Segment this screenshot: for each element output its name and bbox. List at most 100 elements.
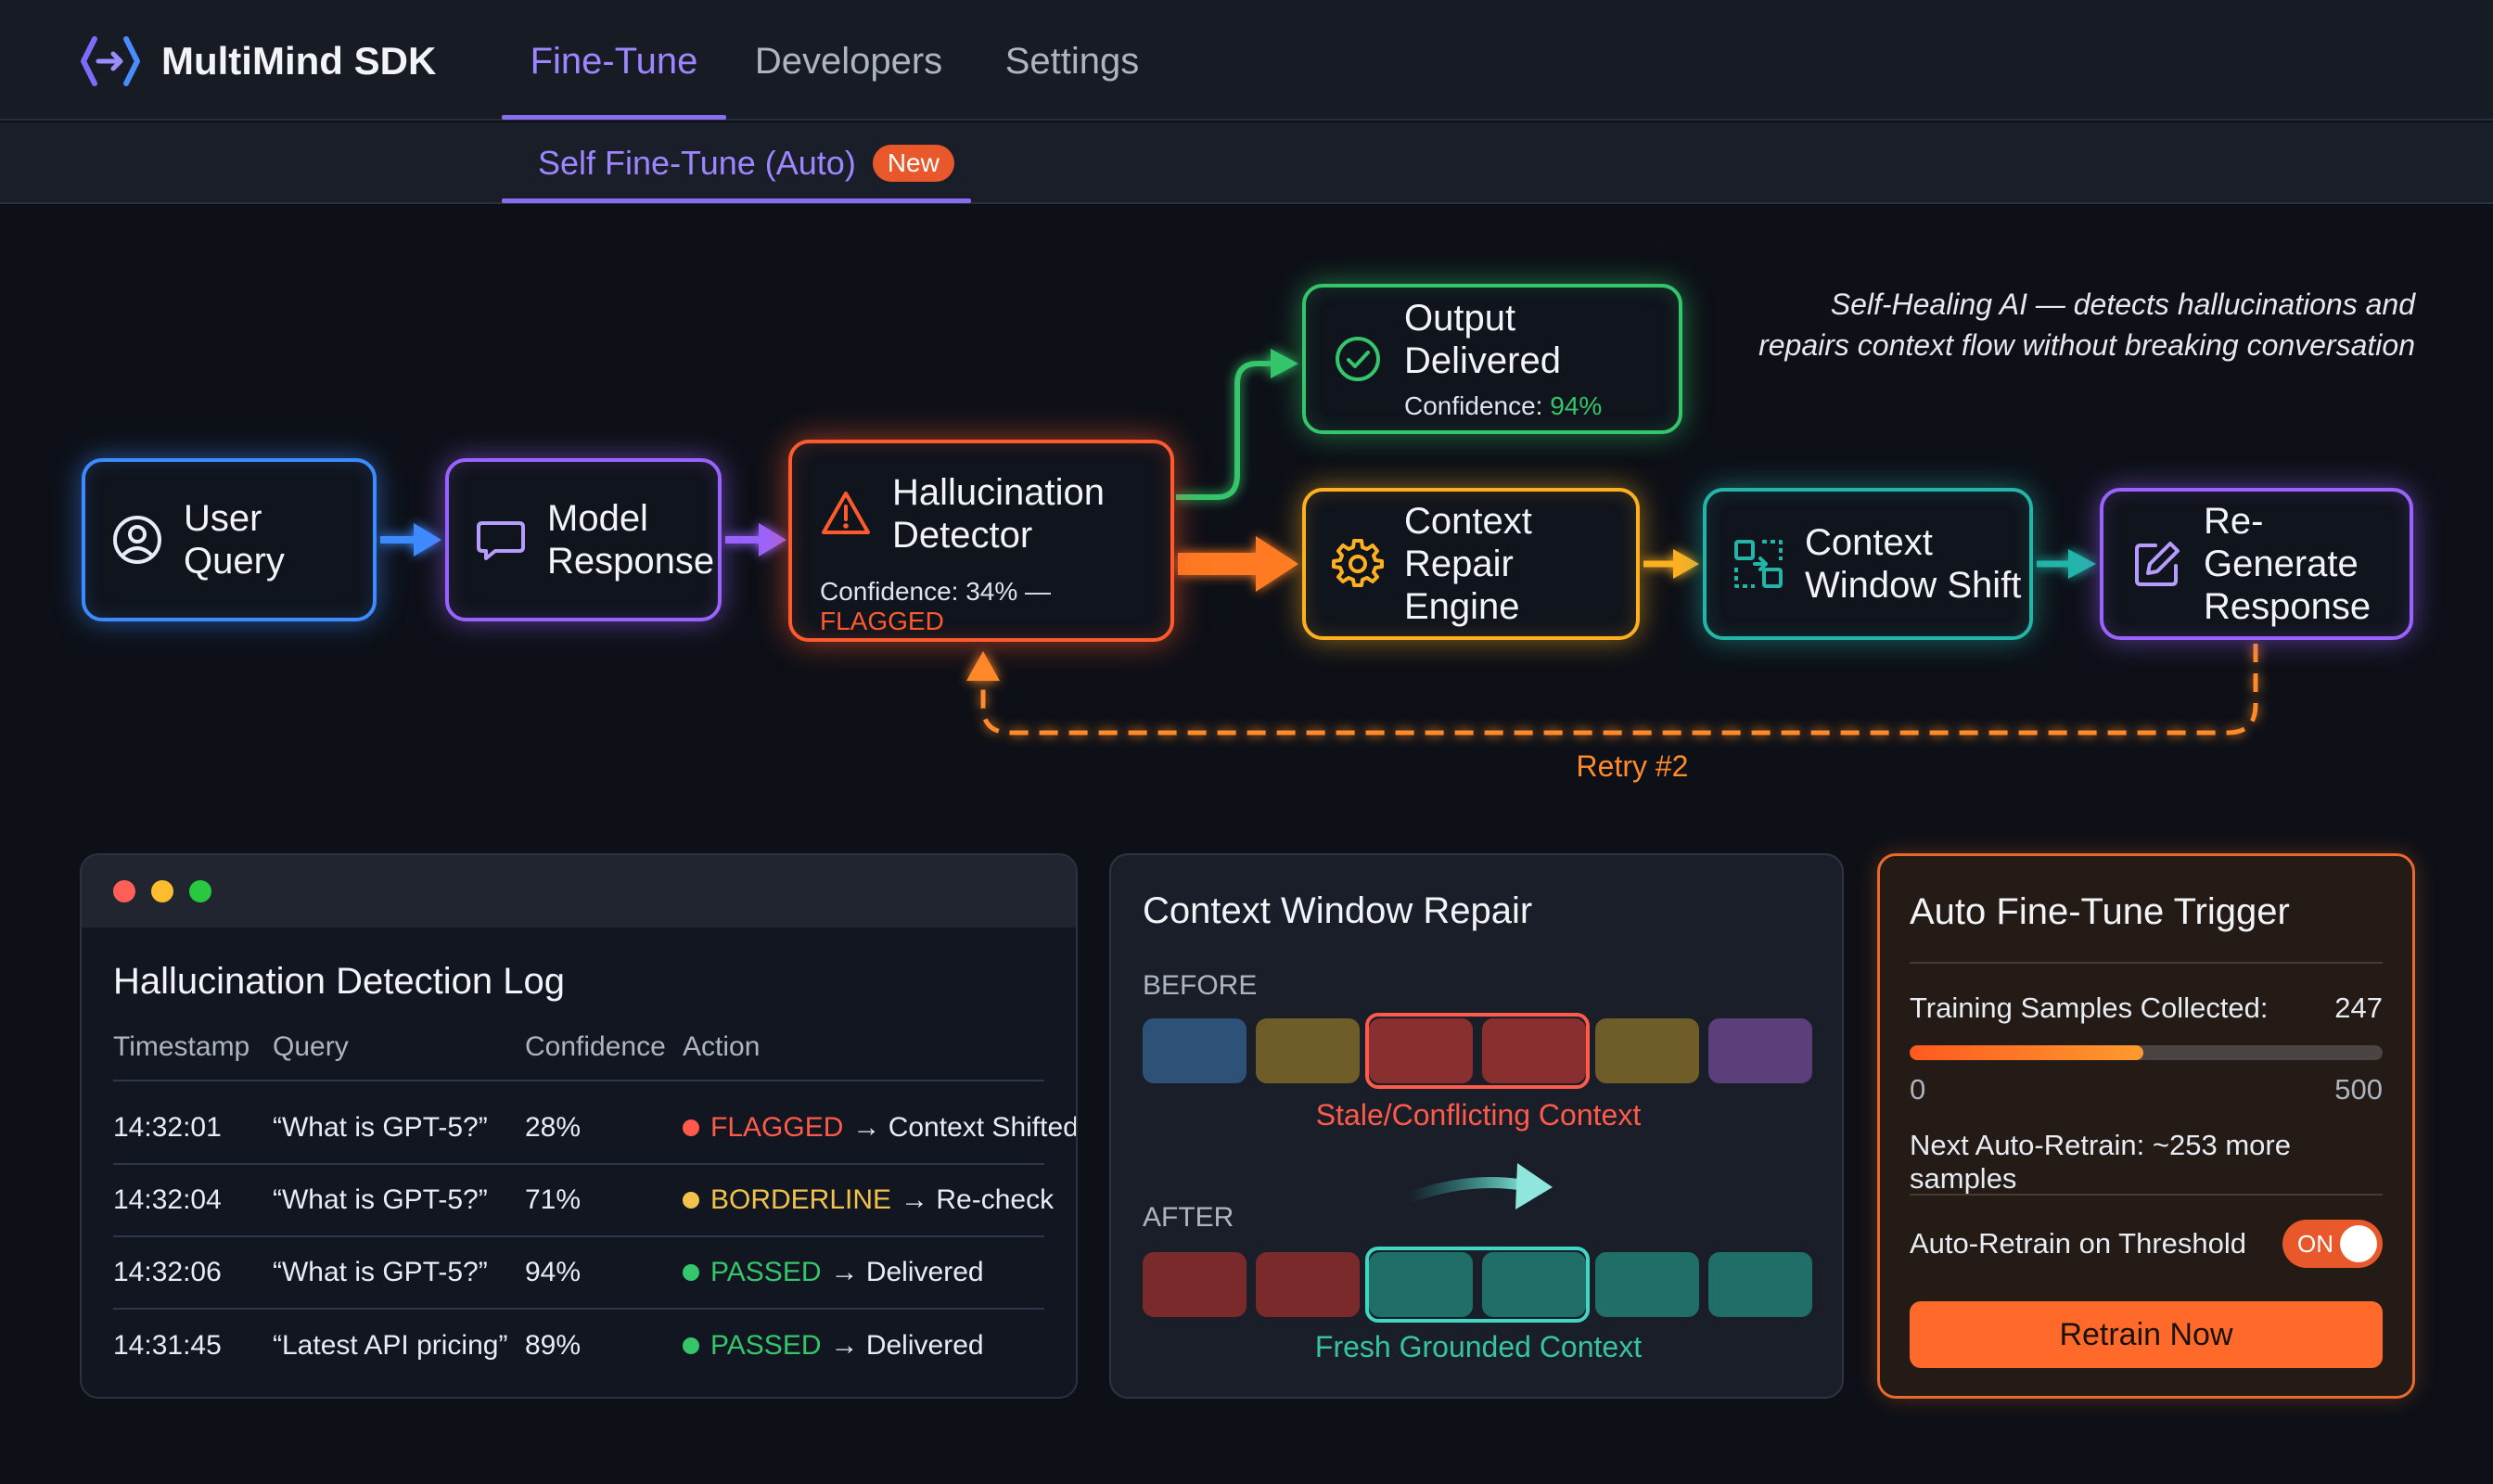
- node-output-delivered[interactable]: Output Delivered Confidence: 94%: [1302, 284, 1682, 434]
- column-header: Confidence: [525, 1031, 666, 1062]
- window-minimize-dot[interactable]: [151, 880, 173, 902]
- table-row[interactable]: 14:31:45“Latest API pricing”89%PASSED→ D…: [113, 1310, 1044, 1382]
- window-close-dot[interactable]: [113, 880, 135, 902]
- node-title: Re-Generate Response: [2204, 501, 2372, 627]
- user-icon: [113, 516, 161, 564]
- retrain-now-button[interactable]: Retrain Now: [1910, 1301, 2383, 1368]
- highlighted-block-group: [1365, 1013, 1590, 1089]
- subtab-label: Self Fine-Tune (Auto): [538, 144, 856, 182]
- tagline-line-2: repairs context flow without breaking co…: [1758, 328, 2415, 362]
- cell-action: BORDERLINE→ Re-check: [683, 1165, 1054, 1235]
- tagline: Self-Healing AI — detects hallucinations…: [1580, 284, 2415, 365]
- tab-fine-tune[interactable]: Fine-Tune: [530, 40, 698, 82]
- context-window-repair-panel: Context Window Repair BEFORE Stale/Confl…: [1109, 853, 1844, 1399]
- detector-status: FLAGGED: [820, 607, 944, 635]
- window-title-bar: [82, 855, 1076, 928]
- table-row[interactable]: 14:32:04“What is GPT-5?”71%BORDERLINE→ R…: [113, 1165, 1054, 1237]
- progress-range: 0 500: [1910, 1073, 2383, 1107]
- context-block: [1482, 1252, 1586, 1317]
- cell-confidence: 28%: [525, 1112, 582, 1143]
- column-header: Query: [273, 1031, 349, 1062]
- cell-timestamp: 14:31:45: [113, 1330, 222, 1361]
- node-title: User Query: [184, 498, 285, 582]
- output-confidence-label: Confidence:: [1404, 391, 1543, 420]
- hallucination-log-panel: Hallucination Detection Log Timestamp Qu…: [80, 853, 1078, 1399]
- transition-arrow-icon: [1402, 1163, 1553, 1209]
- context-repair-title: Context Window Repair: [1143, 890, 1533, 931]
- cell-action: PASSED→ Delivered: [683, 1310, 984, 1382]
- node-title: Hallucination Detector: [892, 472, 1106, 556]
- cell-action: FLAGGED→ Context Shifted: [683, 1093, 1076, 1163]
- auto-retrain-label: Auto-Retrain on Threshold: [1910, 1227, 2247, 1260]
- edit-icon: [2135, 542, 2180, 586]
- status-text: PASSED: [710, 1257, 822, 1287]
- sub-nav: Self Fine-Tune (Auto) New: [0, 122, 2493, 204]
- range-max: 500: [2334, 1073, 2383, 1106]
- context-block: [1256, 1252, 1360, 1317]
- status-text: BORDERLINE: [710, 1184, 892, 1215]
- context-block: [1708, 1018, 1812, 1083]
- table-row[interactable]: 14:32:06 “What is GPT-5?” 94% PASSED→ Deliv…: [113, 1237, 1044, 1310]
- context-block: [1369, 1018, 1473, 1083]
- after-context-blocks: [1143, 1247, 1814, 1323]
- samples-value: 247: [2334, 991, 2383, 1024]
- cell-confidence: 89%: [525, 1330, 582, 1361]
- log-table-header: Timestamp Query Confidence Action: [113, 1031, 1044, 1081]
- node-model-response[interactable]: Model Response: [445, 458, 722, 621]
- table-row[interactable]: 14:32:01 “What is GPT-5?” 28% FLAGGED→ Cont…: [113, 1093, 1076, 1165]
- toggle-knob: [2340, 1225, 2377, 1262]
- status-dot: [683, 1337, 699, 1354]
- node-title: Context Window Shift: [1805, 522, 2022, 606]
- node-context-repair-engine[interactable]: Context Repair Engine: [1302, 488, 1640, 640]
- cell-timestamp: 14:32:01: [113, 1112, 222, 1143]
- status-dot: [683, 1192, 699, 1209]
- node-hallucination-detector[interactable]: Hallucination Detector Confidence: 34% —…: [788, 440, 1174, 642]
- cell-action: PASSED→ Delivered: [683, 1237, 984, 1308]
- node-title: Model Response: [547, 498, 715, 582]
- next-retrain-text: Next Auto-Retrain: ~253 more samples: [1910, 1129, 2291, 1195]
- brand[interactable]: MultiMind SDK: [78, 33, 436, 89]
- context-block: [1256, 1018, 1360, 1083]
- window-maximize-dot[interactable]: [189, 880, 211, 902]
- arrow-shift-to-regen: [2037, 549, 2096, 579]
- before-caption: Stale/Conflicting Context: [1315, 1098, 1642, 1132]
- next-retrain-row: Next Auto-Retrain: ~253 more samples: [1910, 1129, 2383, 1196]
- cell-confidence: 94%: [525, 1257, 582, 1287]
- cell-query: “What is GPT-5?”: [273, 1257, 488, 1287]
- auto-retrain-row: Auto-Retrain on Threshold: [1910, 1227, 2383, 1260]
- range-min: 0: [1910, 1073, 1926, 1106]
- tab-settings[interactable]: Settings: [1004, 40, 1140, 82]
- samples-progress-bar: [1910, 1045, 2383, 1060]
- status-dot: [683, 1119, 699, 1136]
- subtab-self-fine-tune[interactable]: Self Fine-Tune (Auto) New: [538, 139, 954, 187]
- auto-retrain-toggle[interactable]: ON: [2282, 1220, 2383, 1268]
- cell-query: “What is GPT-5?”: [273, 1112, 488, 1143]
- tab-developers[interactable]: Developers: [754, 40, 943, 82]
- check-circle-icon: [1336, 337, 1380, 381]
- highlighted-block-group: [1365, 1247, 1590, 1323]
- arrow-model-to-detector: [725, 523, 786, 556]
- column-header: Timestamp: [113, 1031, 250, 1062]
- toggle-state: ON: [2297, 1229, 2333, 1258]
- retry-label: Retry #2: [1576, 749, 1689, 783]
- context-block: [1143, 1018, 1246, 1083]
- context-block: [1369, 1252, 1473, 1317]
- samples-label: Training Samples Collected:: [1910, 991, 2269, 1024]
- context-block: [1595, 1018, 1699, 1083]
- node-regenerate-response[interactable]: Re-Generate Response: [2100, 488, 2413, 640]
- cell-timestamp: 14:32:06: [113, 1257, 222, 1287]
- context-block: [1143, 1252, 1246, 1317]
- node-context-window-shift[interactable]: Context Window Shift: [1703, 488, 2033, 640]
- status-dot: [683, 1264, 699, 1281]
- node-user-query[interactable]: User Query: [82, 458, 377, 621]
- arrow-repair-to-shift: [1643, 549, 1699, 579]
- chat-bubble-icon: [477, 521, 525, 560]
- new-badge: New: [872, 145, 954, 182]
- top-nav: MultiMind SDK Fine-Tune Developers Setti…: [0, 0, 2493, 121]
- active-subtab-indicator: [502, 198, 971, 203]
- warning-triangle-icon: [822, 492, 870, 534]
- auto-fine-tune-trigger-panel: Auto Fine-Tune Trigger Training Samples …: [1877, 853, 2415, 1399]
- retry-loop-arrow: [966, 644, 2258, 736]
- status-text: PASSED: [710, 1330, 822, 1361]
- column-header: Action: [683, 1031, 761, 1062]
